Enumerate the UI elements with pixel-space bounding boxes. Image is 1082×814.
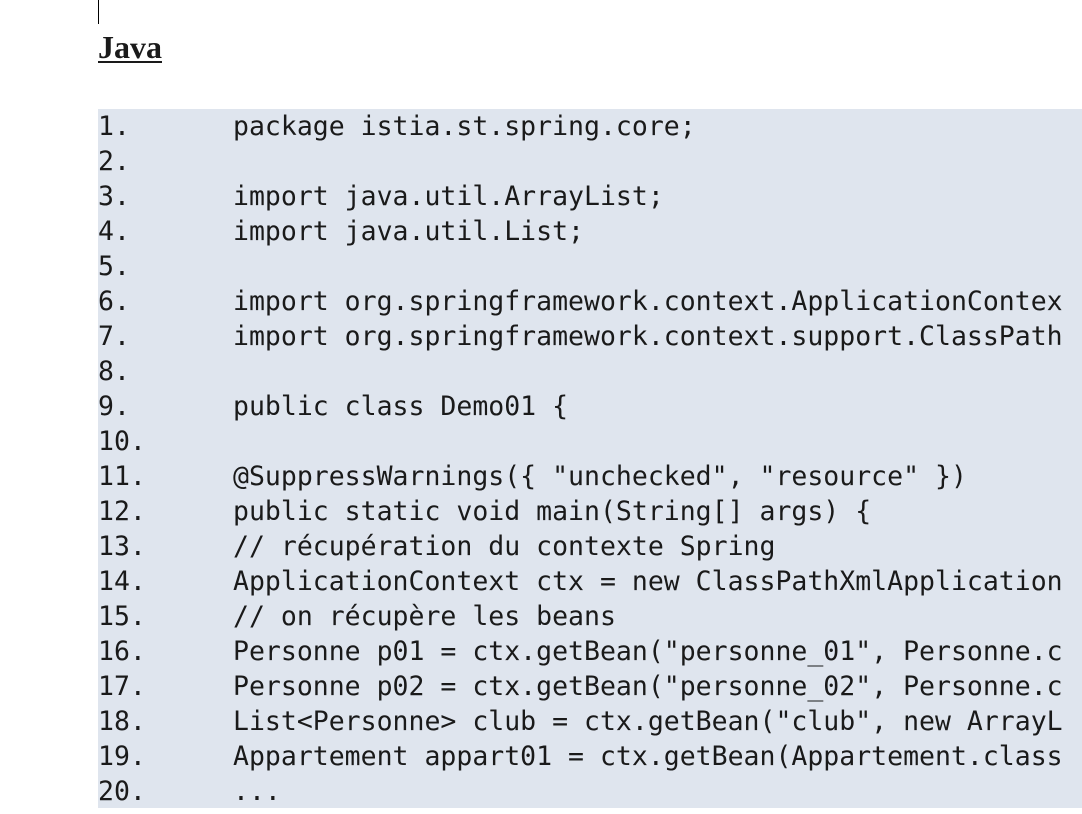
- line-text: List<Personne> club = ctx.getBean("club"…: [233, 706, 1063, 737]
- line-number: 8.: [98, 356, 130, 387]
- code-line: 8.: [98, 354, 1082, 389]
- code-line: 13. // récupération du contexte Spring: [98, 529, 1082, 564]
- code-block: 1. package istia.st.spring.core; 2. 3. i…: [98, 109, 1082, 808]
- section-heading: Java: [98, 29, 162, 65]
- code-line: 18. List<Personne> club = ctx.getBean("c…: [98, 704, 1082, 739]
- code-line: 9. public class Demo01 {: [98, 389, 1082, 424]
- line-text: Personne p02 = ctx.getBean("personne_02"…: [233, 671, 1063, 702]
- line-text: public class Demo01 {: [233, 391, 569, 422]
- line-number: 4.: [98, 216, 130, 247]
- code-line: 5.: [98, 249, 1082, 284]
- code-line: 2.: [98, 144, 1082, 179]
- code-line: 12. public static void main(String[] arg…: [98, 494, 1082, 529]
- code-line: 1. package istia.st.spring.core;: [98, 109, 1082, 144]
- line-number: 16.: [98, 636, 146, 667]
- code-line: 20. ...: [98, 774, 1082, 808]
- line-number: 14.: [98, 566, 146, 597]
- line-text: // récupération du contexte Spring: [233, 531, 776, 562]
- line-number: 20.: [98, 776, 146, 807]
- code-line: 11. @SuppressWarnings({ "unchecked", "re…: [98, 459, 1082, 494]
- line-number: 13.: [98, 531, 146, 562]
- line-text: ApplicationContext ctx = new ClassPathXm…: [233, 566, 1063, 597]
- line-number: 5.: [98, 251, 130, 282]
- code-line: 6. import org.springframework.context.Ap…: [98, 284, 1082, 319]
- line-number: 1.: [98, 111, 130, 142]
- line-text: import org.springframework.context.suppo…: [233, 321, 1063, 352]
- line-number: 12.: [98, 496, 146, 527]
- code-line: 4. import java.util.List;: [98, 214, 1082, 249]
- line-text: import java.util.List;: [233, 216, 584, 247]
- code-line: 10.: [98, 424, 1082, 459]
- text-cursor: [98, 0, 99, 24]
- line-text: import org.springframework.context.Appli…: [233, 286, 1063, 317]
- line-number: 15.: [98, 601, 146, 632]
- code-line: 15. // on récupère les beans: [98, 599, 1082, 634]
- line-number: 7.: [98, 321, 130, 352]
- line-number: 2.: [98, 146, 130, 177]
- code-line: 17. Personne p02 = ctx.getBean("personne…: [98, 669, 1082, 704]
- line-number: 11.: [98, 461, 146, 492]
- line-text: public static void main(String[] args) {: [233, 496, 872, 527]
- code-line: 19. Appartement appart01 = ctx.getBean(A…: [98, 739, 1082, 774]
- line-number: 9.: [98, 391, 130, 422]
- line-text: // on récupère les beans: [233, 601, 616, 632]
- line-text: Personne p01 = ctx.getBean("personne_01"…: [233, 636, 1063, 667]
- line-number: 6.: [98, 286, 130, 317]
- line-text: import java.util.ArrayList;: [233, 181, 664, 212]
- line-number: 17.: [98, 671, 146, 702]
- line-text: package istia.st.spring.core;: [233, 111, 696, 142]
- line-number: 10.: [98, 426, 146, 457]
- code-line: 16. Personne p01 = ctx.getBean("personne…: [98, 634, 1082, 669]
- code-line: 14. ApplicationContext ctx = new ClassPa…: [98, 564, 1082, 599]
- line-number: 3.: [98, 181, 130, 212]
- line-text: ...: [233, 776, 281, 807]
- line-text: @SuppressWarnings({ "unchecked", "resour…: [233, 461, 967, 492]
- line-number: 18.: [98, 706, 146, 737]
- line-text: Appartement appart01 = ctx.getBean(Appar…: [233, 741, 1063, 772]
- line-number: 19.: [98, 741, 146, 772]
- code-line: 7. import org.springframework.context.su…: [98, 319, 1082, 354]
- code-line: 3. import java.util.ArrayList;: [98, 179, 1082, 214]
